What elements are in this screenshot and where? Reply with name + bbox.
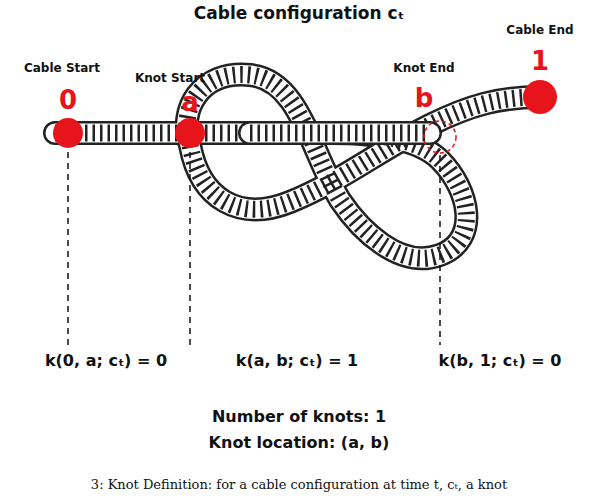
knot-count: Number of knots: 1 bbox=[212, 408, 386, 426]
leader-line bbox=[189, 152, 191, 345]
segment-knot-value: k(b, 1; cₜ) = 0 bbox=[439, 352, 562, 370]
point-value: 1 bbox=[531, 47, 549, 76]
leader-line bbox=[439, 155, 441, 345]
knot-start-marker bbox=[175, 118, 205, 148]
point-value: b bbox=[415, 84, 434, 113]
knot-location: Knot location: (a, b) bbox=[209, 434, 390, 452]
point-name: Knot Start bbox=[135, 72, 205, 85]
rope-overpass-fill bbox=[250, 124, 430, 143]
segment-knot-value: k(a, b; cₜ) = 1 bbox=[236, 352, 359, 370]
rope-overpass-outline bbox=[250, 121, 430, 145]
point-name: Knot End bbox=[393, 62, 454, 75]
leader-line bbox=[67, 152, 69, 345]
rope-fill bbox=[55, 75, 540, 259]
rope-twist bbox=[55, 75, 540, 259]
cable-start-marker bbox=[53, 118, 83, 148]
knot-end-marker bbox=[424, 121, 456, 153]
diagram-title: Cable configuration cₜ bbox=[194, 4, 404, 23]
point-name: Cable End bbox=[506, 24, 573, 37]
point-value: a bbox=[181, 88, 199, 117]
rope-outline bbox=[55, 75, 540, 259]
figure-caption: 3: Knot Definition: for a cable configur… bbox=[91, 478, 507, 492]
point-name: Cable Start bbox=[24, 62, 100, 75]
rope-overpass-twist bbox=[250, 125, 430, 142]
cable-end-marker bbox=[523, 80, 557, 114]
segment-knot-value: k(0, a; cₜ) = 0 bbox=[45, 352, 167, 370]
cable-rope bbox=[55, 75, 540, 259]
point-value: 0 bbox=[59, 86, 77, 115]
leader-lines bbox=[68, 152, 440, 345]
